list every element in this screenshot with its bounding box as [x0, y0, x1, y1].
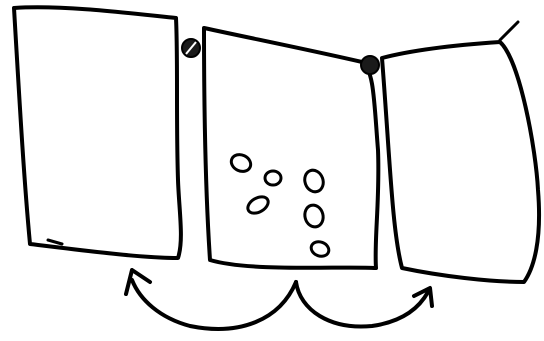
middle-panel-spots	[229, 153, 331, 258]
arrow-left-head	[124, 268, 152, 296]
spot	[229, 153, 253, 173]
spot	[303, 203, 325, 229]
arrow-middle-to-right	[294, 280, 430, 329]
arrow-right-head	[412, 286, 434, 308]
left-panel-edge-mark	[46, 238, 64, 246]
spot	[263, 169, 283, 187]
right-panel-corner-mark	[498, 20, 520, 42]
hinge-left-middle-slash	[185, 41, 197, 55]
hinge-middle-right	[360, 55, 380, 75]
left-panel	[12, 5, 183, 260]
right-panel	[380, 40, 542, 284]
middle-panel	[202, 26, 381, 270]
spot	[246, 195, 270, 215]
spot	[309, 240, 331, 258]
arrow-middle-to-left	[130, 278, 298, 331]
spot	[303, 168, 325, 194]
